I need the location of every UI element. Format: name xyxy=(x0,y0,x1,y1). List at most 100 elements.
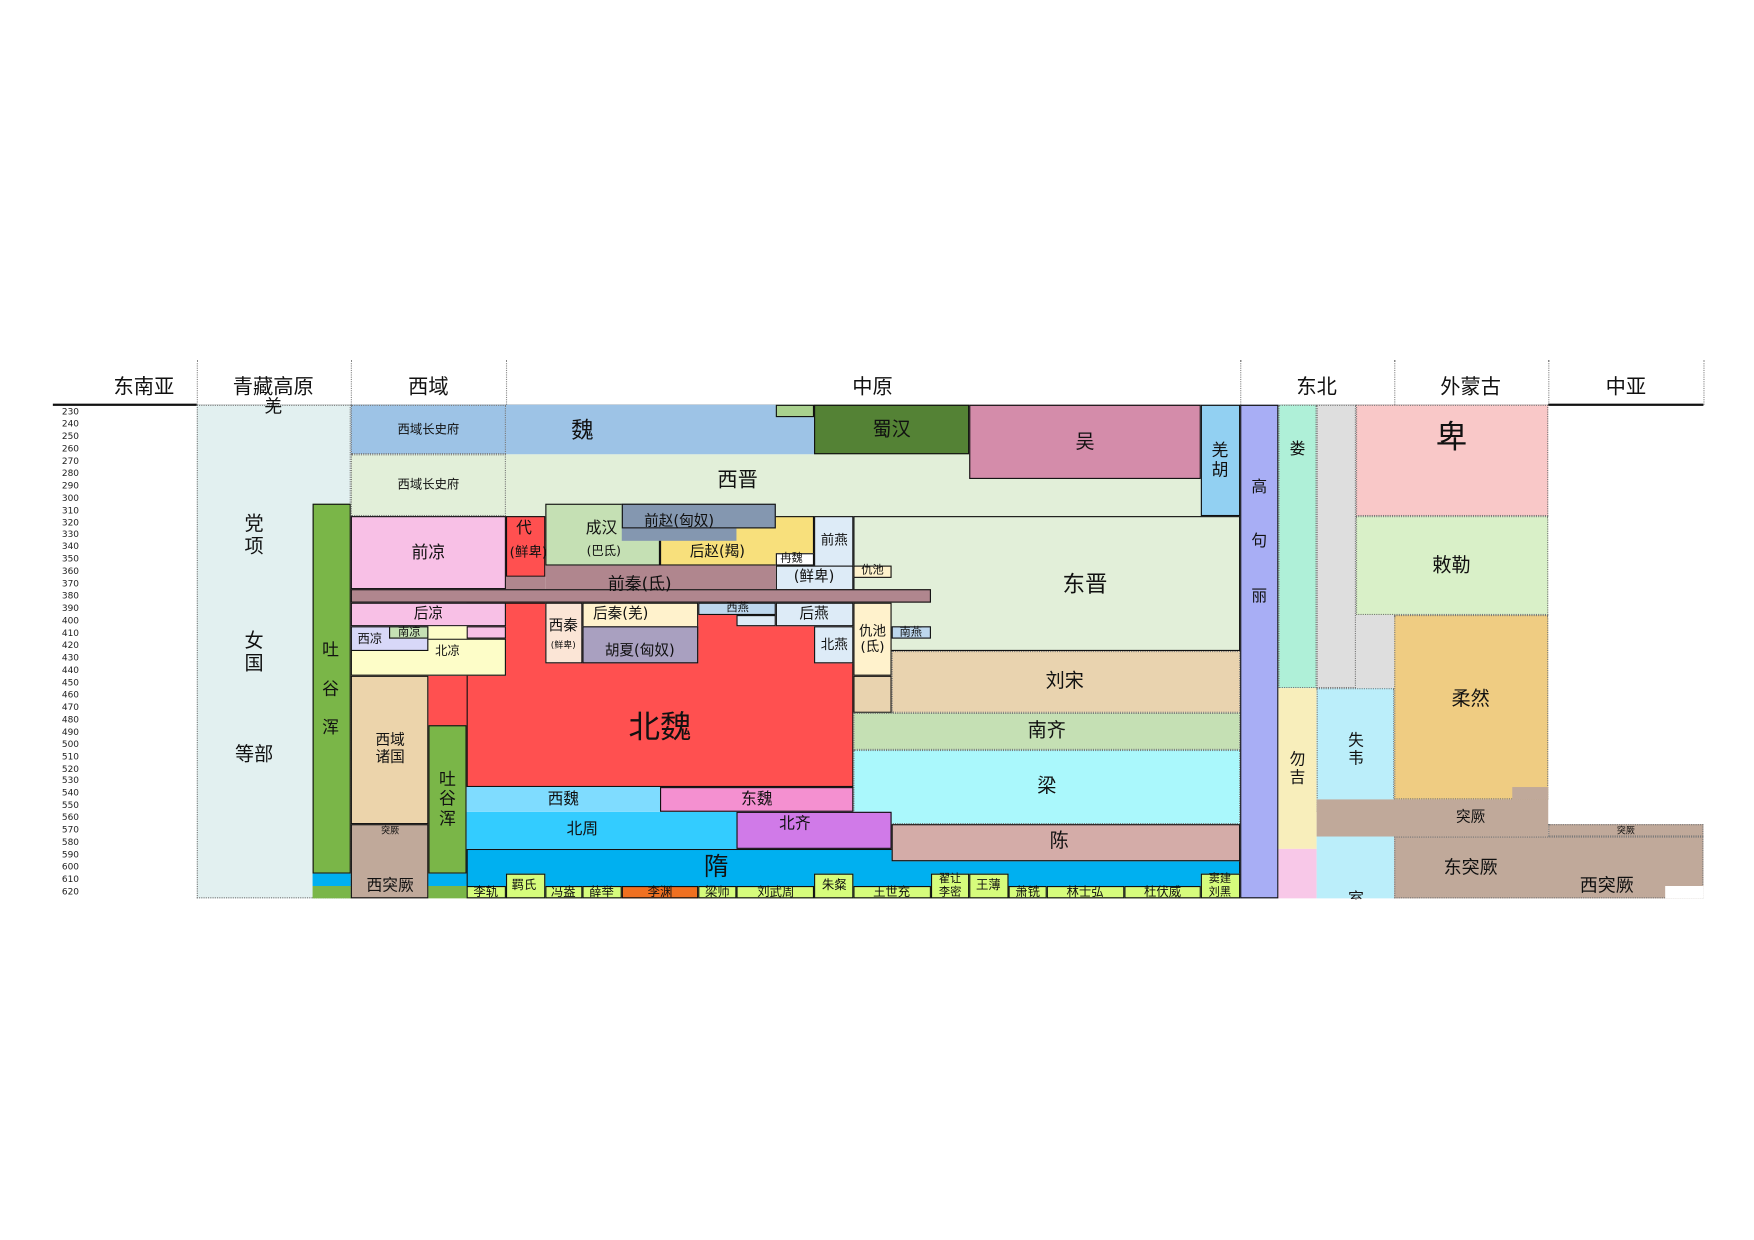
region-header: 中原 xyxy=(852,375,893,400)
year-tick-label: 270 xyxy=(61,455,80,466)
nanyan-block xyxy=(891,626,931,639)
year-tick-label: 520 xyxy=(61,763,80,774)
rebel-block xyxy=(1008,885,1047,899)
year-tick-label: 410 xyxy=(61,628,80,639)
year-tick-label: 480 xyxy=(61,714,80,725)
houyan-block xyxy=(775,602,854,627)
dongwei-block xyxy=(659,787,854,812)
houliang-block xyxy=(350,602,506,627)
beiqi-block xyxy=(736,811,892,849)
xiyu-changshifu-block xyxy=(350,404,506,455)
rebel-block xyxy=(1046,885,1125,899)
year-tick-label: 370 xyxy=(61,578,80,589)
qianghu-block xyxy=(1200,404,1241,517)
xiwei-block xyxy=(466,787,660,812)
dongtujue-block xyxy=(1394,836,1704,899)
rebel-block xyxy=(1200,873,1241,899)
qianliang-block xyxy=(350,516,506,590)
chen-block xyxy=(891,824,1241,862)
column-divider xyxy=(350,359,352,405)
xiyu-changshifu-block xyxy=(350,454,506,517)
header-rule xyxy=(52,403,197,407)
blank xyxy=(1665,885,1704,899)
year-tick-label: 570 xyxy=(61,825,80,836)
year-tick-label: 300 xyxy=(61,492,80,503)
tujue-block xyxy=(1316,799,1549,837)
region-header: 东南亚 xyxy=(113,375,175,400)
header-rule xyxy=(1548,403,1704,407)
huxia-block xyxy=(582,626,699,664)
region-header: 中亚 xyxy=(1605,375,1647,400)
qianqin-block xyxy=(545,565,776,590)
tuyuhun-block xyxy=(428,725,467,874)
liang-block xyxy=(853,749,1241,825)
year-tick-label: 460 xyxy=(61,689,80,700)
xiqin-block xyxy=(545,602,583,664)
rebel-block xyxy=(505,873,546,899)
year-tick-label: 580 xyxy=(61,837,80,848)
chouchi-block xyxy=(853,602,892,676)
houyan-block xyxy=(736,615,776,627)
year-tick-label: 330 xyxy=(61,529,80,540)
unknown-block xyxy=(1355,615,1395,689)
year-tick-label: 380 xyxy=(61,591,80,602)
year-tick-label: 400 xyxy=(61,615,80,626)
rebel-block xyxy=(545,885,583,899)
column-divider xyxy=(1240,359,1242,405)
region-header: 青藏高原 xyxy=(232,375,314,400)
beizhou-block xyxy=(466,811,737,849)
year-tick-label: 530 xyxy=(61,775,80,786)
xitujue-block xyxy=(350,824,429,899)
wu-block xyxy=(969,404,1201,479)
nanqi-block xyxy=(853,712,1241,750)
qianqin-block xyxy=(505,576,546,590)
rouran-block xyxy=(1394,615,1549,800)
sui-block xyxy=(428,873,467,886)
year-tick-label: 470 xyxy=(61,701,80,713)
year-tick-label: 240 xyxy=(61,418,80,429)
column-divider xyxy=(196,359,198,405)
beiyan-block xyxy=(814,626,854,664)
year-tick-label: 280 xyxy=(61,467,80,479)
mohe-block xyxy=(1278,848,1317,899)
rebel-block xyxy=(466,885,506,899)
xiyan-block xyxy=(698,602,776,616)
tuyuhun-block xyxy=(312,885,351,899)
chile-block xyxy=(1355,516,1549,616)
year-tick-label: 610 xyxy=(61,874,80,885)
tujue-block xyxy=(1548,824,1704,837)
shiwei-block xyxy=(1316,688,1395,812)
year-tick-label: 430 xyxy=(61,652,80,663)
sui-block xyxy=(312,873,351,886)
rebel-block xyxy=(1124,885,1201,899)
rebel-block xyxy=(969,873,1009,899)
xianbei-block xyxy=(1355,404,1549,517)
year-tick-label: 590 xyxy=(61,849,80,860)
region-header: 西域 xyxy=(408,375,449,400)
nanliang-block xyxy=(389,626,429,639)
wei-block xyxy=(775,404,815,418)
wei-block xyxy=(505,404,815,455)
qianzhao-block xyxy=(621,528,737,541)
goguryeo-block xyxy=(1240,404,1279,899)
year-tick-label: 350 xyxy=(61,554,80,565)
rebel-block xyxy=(814,873,854,899)
rebel-block xyxy=(698,885,737,899)
column-divider xyxy=(1548,359,1550,405)
year-tick-label: 600 xyxy=(61,861,80,873)
rebel-block xyxy=(582,885,622,899)
year-tick-label: 290 xyxy=(61,480,80,491)
year-tick-label: 340 xyxy=(61,541,80,552)
chouchi-block xyxy=(853,565,892,578)
tujue-block xyxy=(1512,787,1549,800)
year-tick-label: 490 xyxy=(61,726,80,737)
column-divider xyxy=(505,359,508,405)
liusong-block xyxy=(853,675,892,713)
region-header: 外蒙古 xyxy=(1440,375,1502,400)
year-tick-label: 440 xyxy=(61,664,80,676)
header-rule xyxy=(196,404,1549,406)
houliang-block xyxy=(466,626,506,639)
wuji-block xyxy=(1278,688,1317,849)
ranwei-block xyxy=(775,553,815,566)
tuyuhun-block xyxy=(428,885,467,899)
